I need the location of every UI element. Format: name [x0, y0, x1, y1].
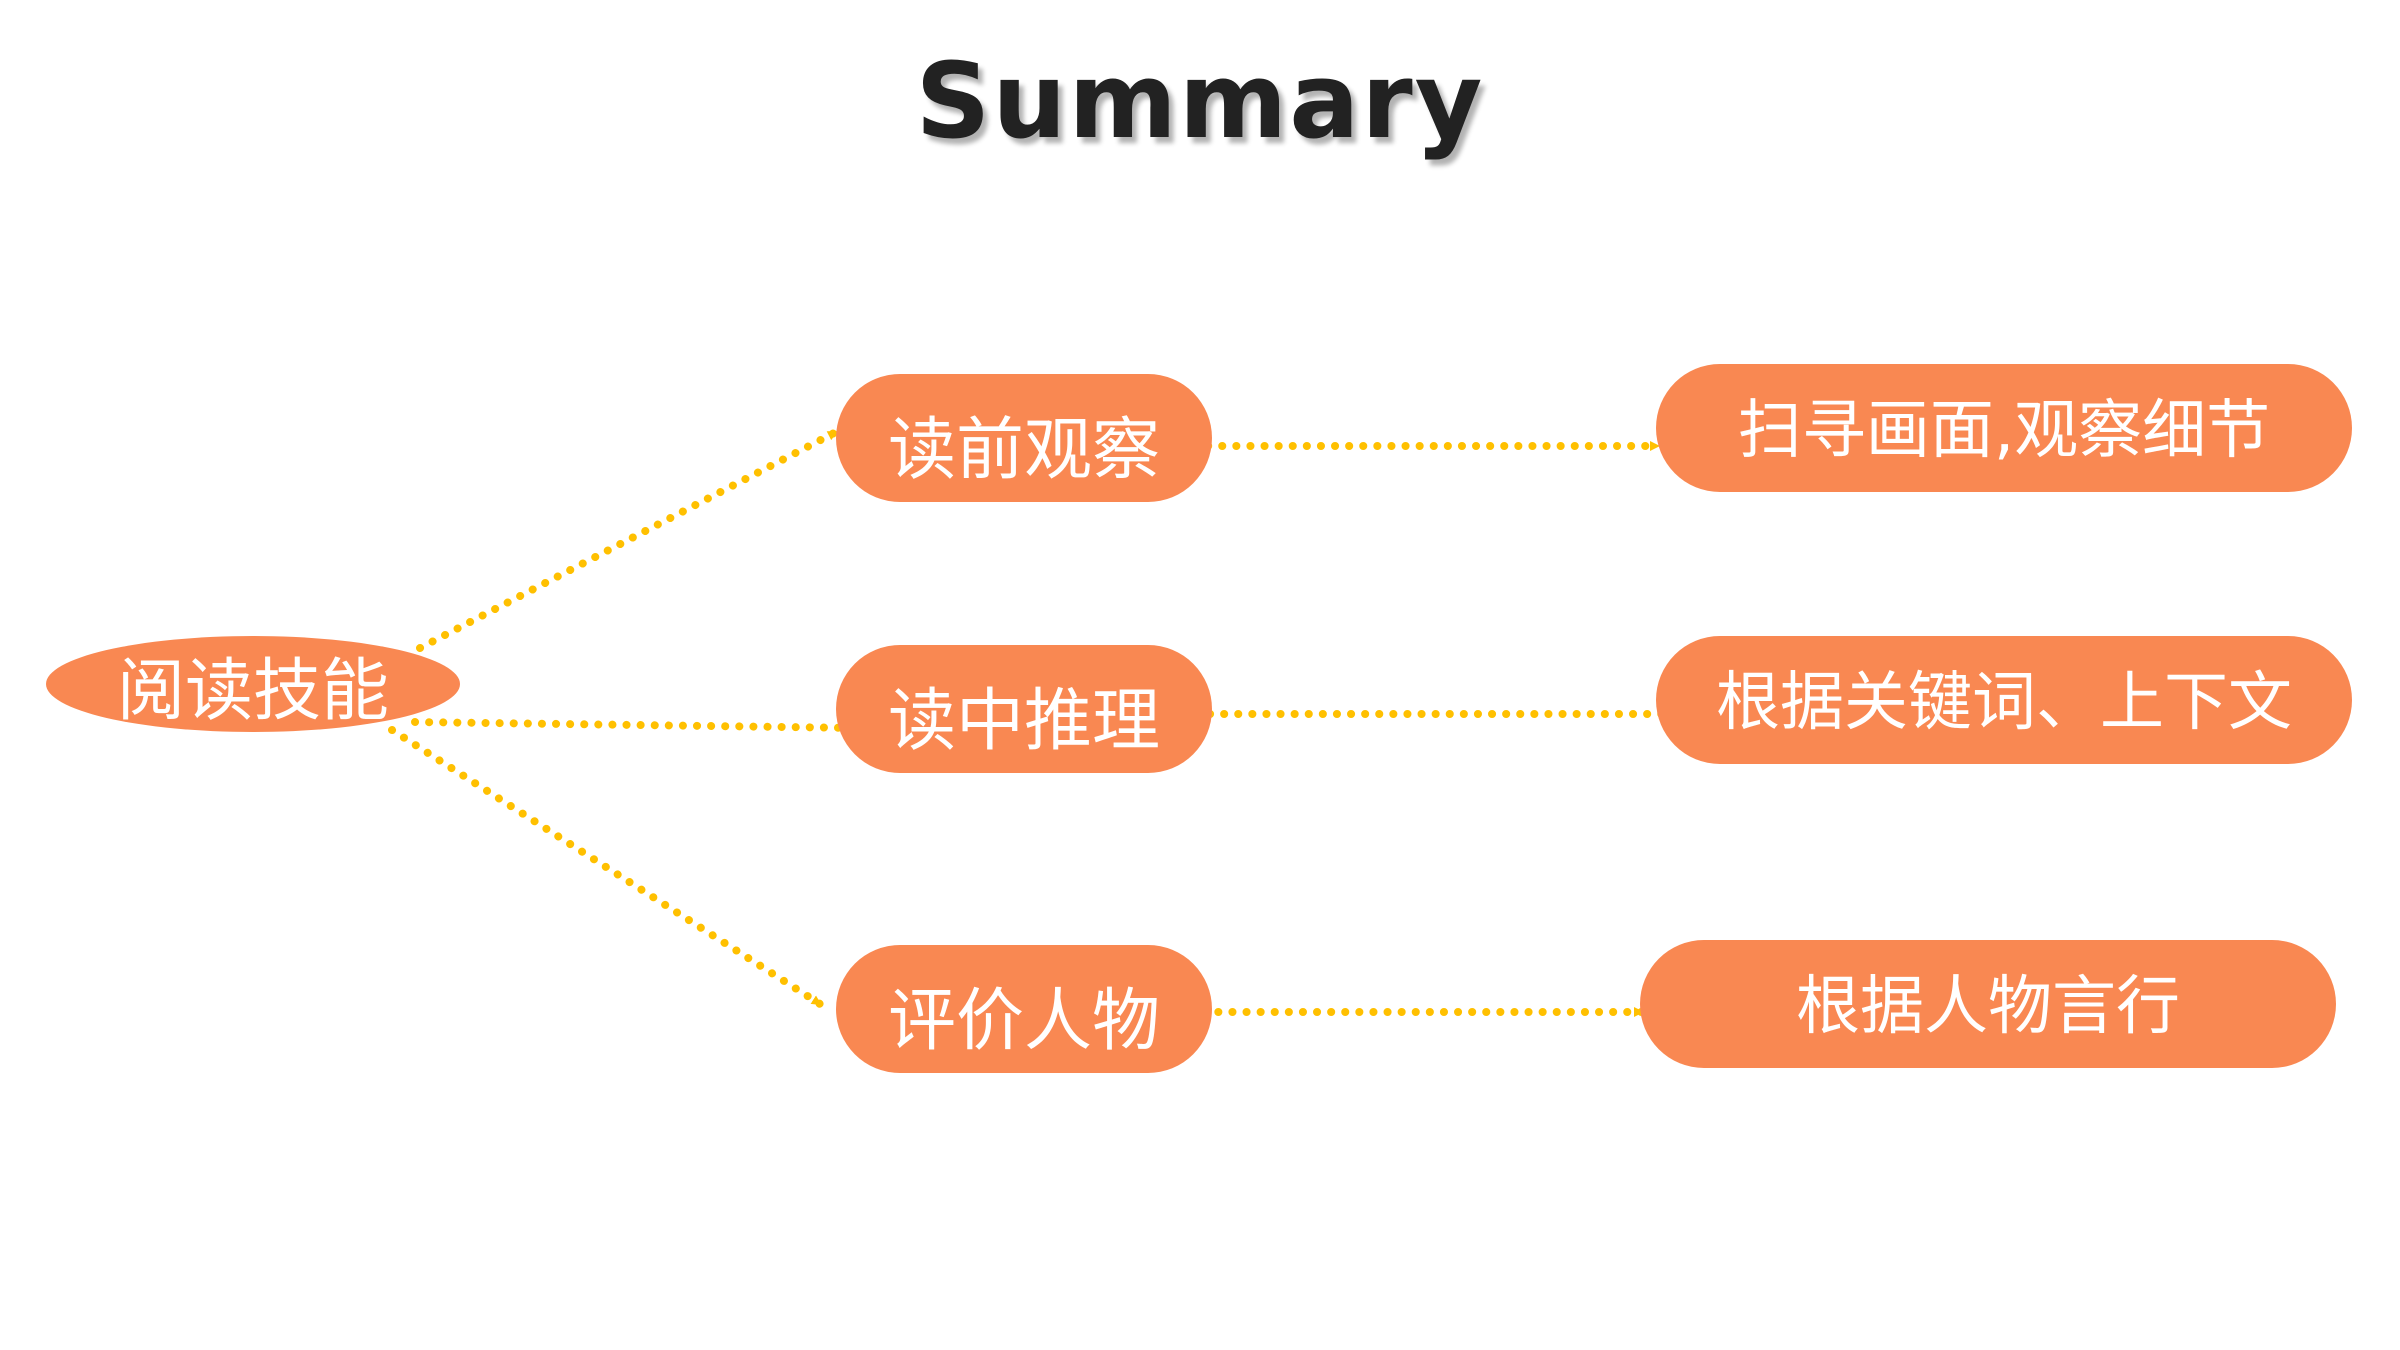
branch-node-while-reading-inference: 读中推理: [836, 645, 1212, 773]
connector-root-to-branch-3: [388, 726, 824, 1008]
slide-title: Summary: [915, 40, 1485, 162]
branch-node-label: 读前观察: [887, 410, 1160, 490]
connector-root-to-branch-1: [416, 428, 840, 652]
branch-node-label: 读中推理: [887, 681, 1160, 761]
detail-node-label: 根据人物言行: [1796, 970, 2180, 1044]
root-node-reading-skills: 阅读技能: [46, 636, 460, 732]
branch-node-label: 评价人物: [887, 981, 1160, 1061]
root-node-label: 阅读技能: [116, 651, 389, 731]
branch-node-character-evaluation: 评价人物: [836, 945, 1212, 1073]
detail-node-scan-picture: 扫寻画面,观察细节: [1656, 364, 2352, 492]
connector-root-to-branch-2: [411, 718, 862, 733]
detail-node-label: 根据关键词、上下文: [1716, 666, 2292, 740]
detail-node-label: 扫寻画面,观察细节: [1737, 394, 2271, 468]
branch-node-pre-reading-observation: 读前观察: [836, 374, 1212, 502]
detail-node-keywords-context: 根据关键词、上下文: [1656, 636, 2352, 764]
detail-node-words-and-actions: 根据人物言行: [1640, 940, 2336, 1068]
